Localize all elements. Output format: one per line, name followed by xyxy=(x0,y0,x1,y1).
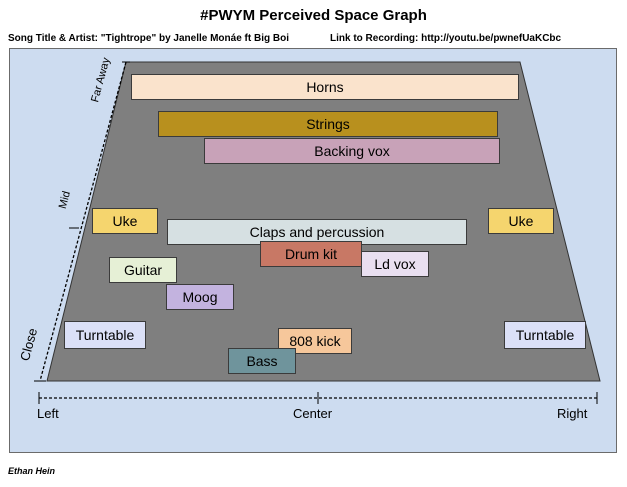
pan-label-left: Left xyxy=(37,406,59,421)
instrument-drum-kit: Drum kit xyxy=(260,241,362,267)
instrument-guitar: Guitar xyxy=(109,257,177,283)
instrument-turntable-right: Turntable xyxy=(504,321,586,349)
instrument-uke-left: Uke xyxy=(92,208,158,234)
recording-link[interactable]: Link to Recording: http://youtu.be/pwnef… xyxy=(330,33,562,44)
author-credit: Ethan Hein xyxy=(8,466,56,476)
instrument-horns: Horns xyxy=(131,74,519,100)
instrument-moog: Moog xyxy=(166,284,234,310)
pan-label-center: Center xyxy=(293,406,333,421)
instrument-backing-vox: Backing vox xyxy=(204,138,500,164)
song-title-artist: Song Title & Artist: "Tightrope" by Jane… xyxy=(8,33,289,44)
instrument-claps-percussion: Claps and percussion xyxy=(167,219,467,245)
pan-label-right: Right xyxy=(557,406,588,421)
graph-panel: Far Away Mid Close Left Center Right Hor… xyxy=(9,48,617,453)
instrument-ld-vox: Ld vox xyxy=(361,251,429,277)
instrument-808-kick: 808 kick xyxy=(278,328,352,354)
depth-axis-line xyxy=(39,61,127,382)
page-title: #PWYM Perceived Space Graph xyxy=(200,7,427,24)
instrument-turntable-left: Turntable xyxy=(64,321,146,349)
instrument-uke-right: Uke xyxy=(488,208,554,234)
instrument-bass: Bass xyxy=(228,348,296,374)
instrument-strings: Strings xyxy=(158,111,498,137)
